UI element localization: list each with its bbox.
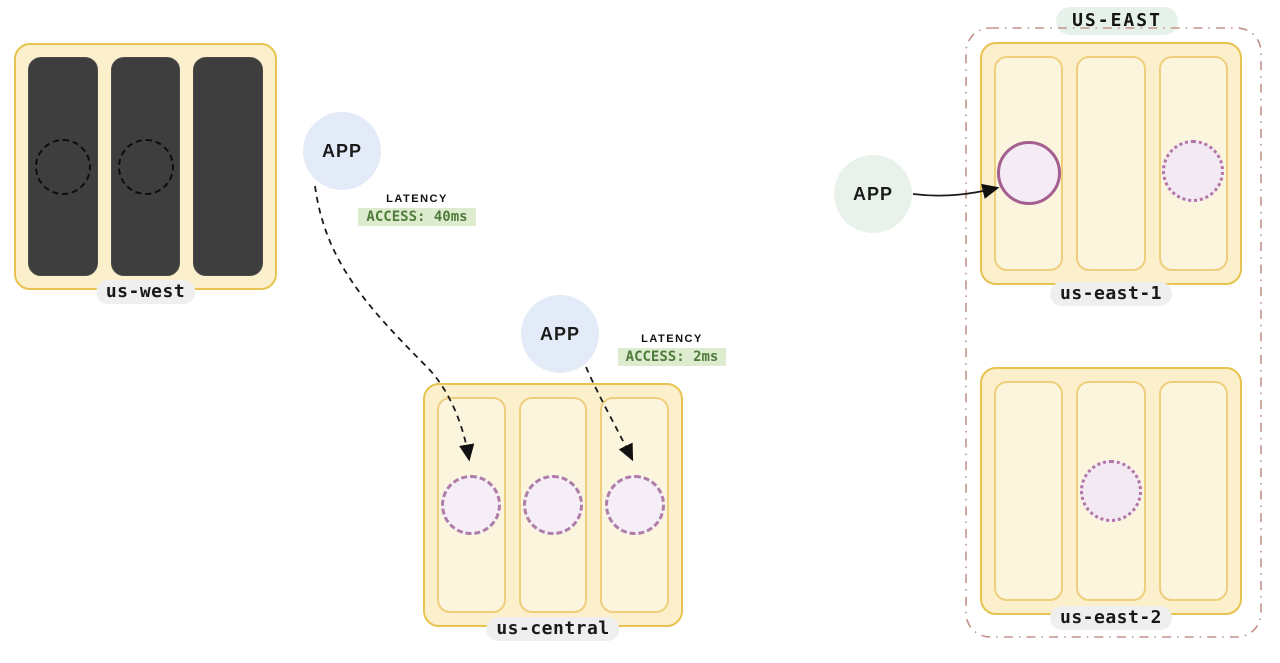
availability-zone [994, 381, 1064, 601]
app-node-west: APP [303, 112, 381, 190]
app-node-central: APP [521, 295, 599, 373]
availability-zone [28, 57, 98, 276]
availability-zone [437, 397, 506, 613]
availability-zone [110, 57, 181, 276]
access-latency-badge: ACCESS: 40ms [358, 208, 476, 226]
app-node-label: APP [321, 140, 362, 161]
app-node-east: APP [834, 155, 912, 233]
pod-placeholder-circle [604, 475, 665, 535]
region-us-east-2: us-east-2 [980, 367, 1242, 630]
pod-placeholder-circle [34, 138, 91, 195]
latency-title: LATENCY [386, 193, 448, 205]
group-label-us-east: US-EAST [1056, 7, 1178, 35]
latency-annotation-central: LATENCY ACCESS: 2ms [614, 333, 730, 366]
pod-standby-circle [1079, 460, 1142, 522]
availability-zone [518, 397, 588, 613]
pod-placeholder-circle [441, 475, 502, 535]
latency-title: LATENCY [641, 333, 703, 345]
region-label-us-west: us-west [95, 280, 196, 304]
pod-placeholder-circle [523, 475, 583, 535]
pod-standby-circle [1162, 139, 1225, 202]
access-latency-badge: ACCESS: 2ms [617, 348, 727, 366]
app-node-label: APP [539, 323, 580, 344]
region-label-us-east-2: us-east-2 [1049, 606, 1173, 630]
region-label-us-central: us-central [486, 617, 620, 641]
region-us-west: us-west [14, 43, 277, 304]
pod-placeholder-circle [117, 138, 174, 195]
availability-zone [1158, 381, 1228, 601]
app-node-label: APP [852, 183, 893, 204]
region-label-us-east-1: us-east-1 [1049, 282, 1173, 306]
availability-zone [1076, 381, 1146, 601]
region-us-central: us-central [423, 383, 683, 641]
latency-annotation-west: LATENCY ACCESS: 40ms [357, 193, 477, 226]
region-us-east-1: us-east-1 [980, 42, 1242, 306]
pod-active-circle [996, 140, 1061, 205]
availability-zone [1076, 56, 1146, 271]
availability-zone [1158, 56, 1228, 271]
availability-zone [600, 397, 670, 613]
availability-zone [193, 57, 264, 276]
availability-zone [994, 56, 1064, 271]
